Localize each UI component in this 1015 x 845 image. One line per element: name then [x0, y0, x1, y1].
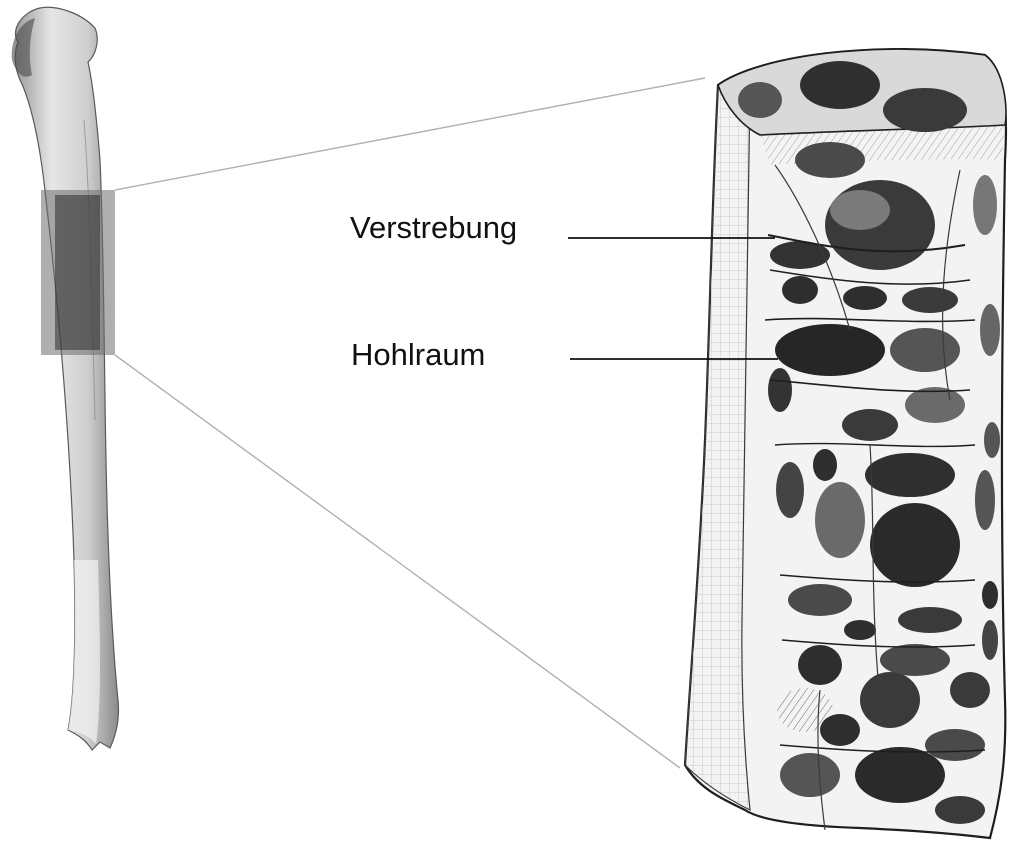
long-bone: [12, 7, 119, 750]
cavity: [800, 61, 880, 109]
strut-label: Verstrebung: [350, 212, 517, 243]
zoom-guide-bottom: [115, 355, 680, 768]
cavity-label: Hohlraum: [351, 339, 485, 370]
zoom-guide-top: [115, 78, 705, 190]
bone-cross-section: [685, 49, 1006, 838]
